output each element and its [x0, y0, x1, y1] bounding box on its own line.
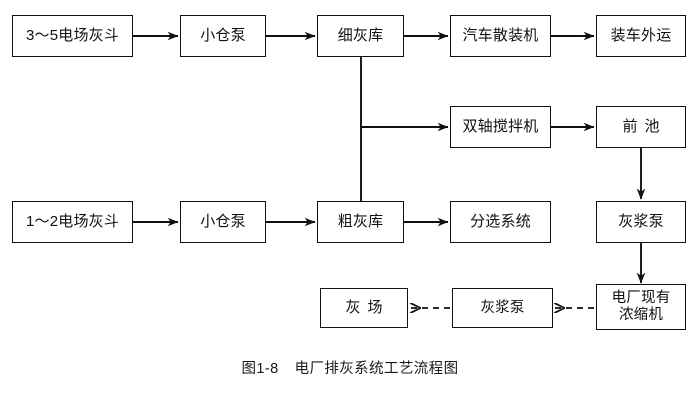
figure-title: 电厂排灰系统工艺流程图: [294, 361, 459, 377]
figure-number: 图1-8: [241, 361, 279, 377]
figure-caption: 图1-8 电厂排灰系统工艺流程图: [0, 357, 700, 378]
node-coarse-ash-silo[interactable]: 粗灰库: [317, 201, 404, 243]
node-fine-ash-silo[interactable]: 细灰库: [317, 15, 404, 57]
node-separation-system[interactable]: 分选系统: [450, 201, 551, 243]
node-esp-hopper-3-5[interactable]: 3～5电场灰斗: [12, 15, 133, 57]
node-twin-shaft-mixer[interactable]: 双轴搅拌机: [450, 106, 551, 148]
node-truck-bulk-loader[interactable]: 汽车散装机: [450, 15, 551, 57]
node-front-pool[interactable]: 前池: [596, 106, 686, 148]
node-esp-hopper-1-2[interactable]: 1～2电场灰斗: [12, 201, 133, 243]
node-existing-thickener[interactable]: 电厂现有 浓缩机: [596, 284, 686, 330]
node-small-bin-pump-top[interactable]: 小仓泵: [180, 15, 266, 57]
node-ash-yard[interactable]: 灰场: [320, 288, 408, 328]
node-truck-outbound[interactable]: 装车外运: [596, 15, 686, 57]
node-small-bin-pump-bottom[interactable]: 小仓泵: [180, 201, 266, 243]
node-slurry-pump-right[interactable]: 灰浆泵: [596, 201, 686, 243]
node-slurry-pump-bottom[interactable]: 灰浆泵: [452, 288, 553, 328]
